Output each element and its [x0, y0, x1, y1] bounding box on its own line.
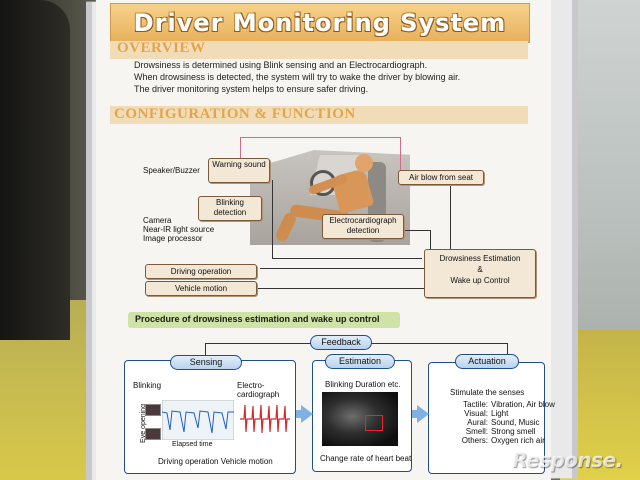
actuation-item-value: Strong smell: [491, 427, 536, 436]
overview-heading-bar: [110, 41, 528, 59]
driver-face-image: [322, 392, 398, 446]
actuation-item: Smell:Strong smell: [460, 427, 536, 436]
estimation-line: Wake up Control: [450, 276, 510, 285]
connector-line: [400, 137, 401, 177]
ecg-waveform: [240, 404, 290, 434]
driver-head: [355, 154, 373, 172]
actuation-panel: [428, 362, 545, 474]
connector-line: [390, 230, 430, 231]
poster-title: Driver Monitoring System: [133, 9, 507, 37]
camera-label: Image processor: [143, 234, 203, 243]
connector-line: [260, 268, 425, 269]
ecg-detection-text: Electrocardiograph detection: [329, 216, 397, 235]
actuation-item-key: Smell:: [465, 427, 488, 436]
actuation-item-key: Visual:: [464, 409, 488, 418]
sensing-footer: Driving operation Vehicle motion: [158, 457, 273, 466]
connector-line: [272, 180, 273, 258]
eye-thumbnail: [145, 404, 161, 416]
actuation-intro: Stimulate the senses: [450, 388, 525, 397]
procedure-heading: Procedure of drowsiness estimation and w…: [135, 314, 380, 324]
feedback-line: [507, 343, 508, 357]
air-blow-box: Air blow from seat: [398, 170, 484, 185]
face-detection-marker: [365, 415, 383, 431]
sensing-panel: [124, 360, 296, 474]
title-banner: Driver Monitoring System: [110, 3, 530, 43]
vehicle-motion-text: Vehicle motion: [174, 284, 228, 293]
overview-line: Drowsiness is determined using Blink sen…: [134, 60, 428, 70]
connector-line: [240, 137, 241, 162]
actuation-item-value: Light: [491, 409, 509, 418]
warning-sound-box: Warning sound: [208, 158, 270, 183]
connector-line: [450, 185, 451, 249]
driving-operation-box: Driving operation: [145, 264, 257, 279]
actuation-item: Tactile:Vibration, Air blow: [460, 400, 555, 409]
flow-arrow-icon: [417, 405, 429, 423]
feedback-text: Feedback: [321, 337, 361, 347]
connector-line: [430, 230, 431, 250]
flow-arrow-stem: [412, 410, 418, 418]
estimation-top-label: Blinking Duration etc.: [325, 380, 401, 389]
flow-arrow-icon: [301, 405, 313, 423]
camera-label: Near-IR light source: [143, 225, 215, 234]
drowsiness-estimation-box: Drowsiness Estimation & Wake up Control: [424, 249, 536, 298]
overview-heading: OVERVIEW: [117, 40, 206, 56]
feedback-line: [205, 343, 206, 357]
blinking-detection-text: Blinking detection: [213, 198, 247, 217]
vehicle-motion-box: Vehicle motion: [145, 281, 257, 296]
actuation-item-key: Others:: [461, 436, 488, 445]
estimation-line: Drowsiness Estimation: [439, 254, 521, 263]
actuation-item-value: Oxygen rich air: [491, 436, 545, 445]
flow-arrow-stem: [296, 410, 302, 418]
config-heading-bar: [110, 106, 528, 124]
eye-opening-waveform: [162, 400, 234, 440]
blinking-detection-box: Blinking detection: [198, 196, 262, 221]
sensing-tab-label: Sensing: [189, 357, 223, 367]
air-blow-text: Air blow from seat: [408, 173, 474, 182]
estimation-line: &: [477, 265, 483, 274]
actuation-item: Visual:Light: [460, 409, 508, 418]
actuation-item-key: Aural:: [467, 418, 488, 427]
config-heading: CONFIGURATION & FUNCTION: [114, 106, 356, 122]
actuation-item: Aural:Sound, Music: [460, 418, 539, 427]
overview-line: When drowsiness is detected, the system …: [134, 72, 461, 82]
elapsed-time-label: Elapsed time: [172, 441, 213, 448]
estimation-bottom-label: Change rate of heart beat: [320, 454, 412, 463]
actuation-tab: Actuation: [455, 354, 519, 369]
connector-line: [240, 137, 400, 138]
sensing-tab: Sensing: [170, 355, 242, 370]
estimation-tab: Estimation: [325, 354, 395, 369]
ecg-label: Electro-: [237, 381, 265, 390]
overview-line: The driver monitoring system helps to en…: [134, 84, 369, 94]
blinking-label: Blinking: [133, 381, 162, 390]
procedure-heading-bar: [128, 312, 400, 328]
actuation-item: Others:Oxygen rich air: [460, 436, 545, 445]
connector-line: [272, 258, 422, 259]
actuation-item-value: Vibration, Air blow: [491, 400, 555, 409]
response-watermark: Response.: [512, 448, 623, 472]
connector-line: [255, 288, 425, 289]
speaker-label: Speaker/Buzzer: [143, 166, 200, 175]
actuation-item-value: Sound, Music: [491, 418, 540, 427]
warning-sound-text: Warning sound: [212, 160, 266, 169]
feedback-tab: Feedback: [310, 335, 372, 350]
actuation-item-key: Tactile:: [463, 400, 488, 409]
driving-operation-text: Driving operation: [170, 267, 232, 276]
ecg-detection-box: Electrocardiograph detection: [322, 214, 404, 239]
person-silhouette: [0, 0, 70, 340]
estimation-tab-label: Estimation: [338, 356, 382, 366]
eye-thumbnail: [145, 428, 161, 440]
ecg-label: cardiograph: [237, 390, 280, 399]
actuation-tab-label: Actuation: [468, 356, 506, 366]
camera-label: Camera: [143, 216, 172, 225]
